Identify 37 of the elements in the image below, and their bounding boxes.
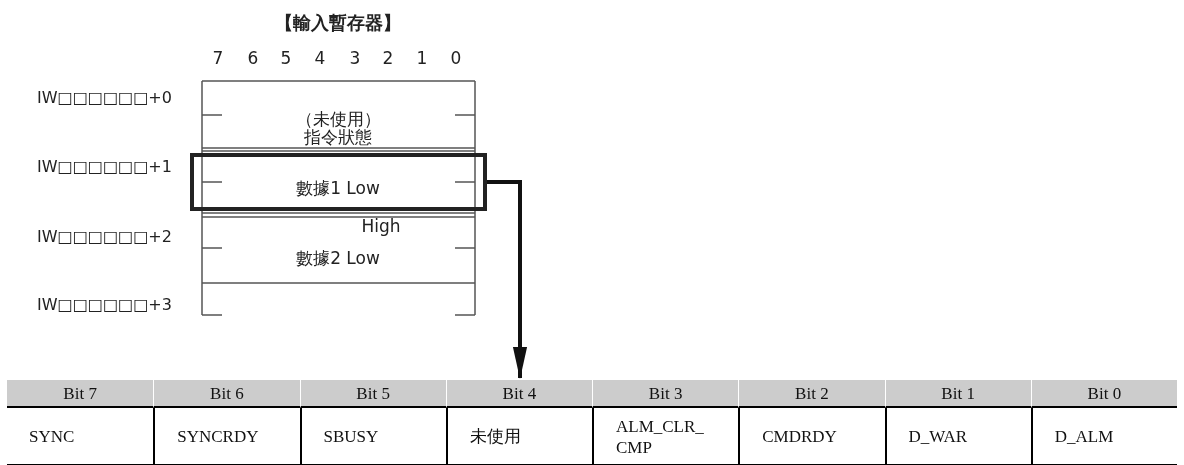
header-cell: Bit 6 (153, 380, 300, 408)
bit-number: 3 (349, 47, 361, 68)
table-cell: CMDRDY (738, 408, 885, 465)
header-cell: Bit 3 (592, 380, 739, 408)
register-address: IW□□□□□□+3 (37, 294, 172, 314)
highlight-frame (190, 153, 487, 211)
field-label: 指令狀態 (304, 126, 372, 149)
register-title: 【輸入暫存器】 (275, 11, 401, 36)
bit-number: 1 (416, 47, 428, 68)
bit-number: 2 (382, 47, 394, 68)
header-cell: Bit 7 (7, 380, 154, 408)
header-cell: Bit 0 (1030, 380, 1177, 408)
bit-number: 7 (212, 47, 224, 68)
table-cell: ALM_CLR_CMP (592, 408, 739, 465)
header-cell: Bit 5 (299, 380, 446, 408)
field-label: 數據2 Low (296, 246, 380, 270)
field-label: 數據1 Low (296, 176, 380, 200)
register-address: IW□□□□□□+1 (37, 156, 172, 176)
header-cell: Bit 4 (445, 380, 592, 408)
bit-number: 4 (314, 47, 326, 68)
table-cell-text: SYNC (28, 426, 76, 448)
field-label: High (361, 215, 401, 236)
bit-table (7, 380, 1177, 465)
header-cell: Bit 2 (738, 380, 885, 408)
arrow (487, 180, 528, 379)
table-cell: D_ALM (1030, 408, 1177, 465)
register-address: IW□□□□□□+0 (37, 87, 172, 107)
table-cell: SBUSY (299, 408, 446, 465)
bit-number: 6 (247, 47, 259, 68)
header-cell: Bit 1 (884, 380, 1031, 408)
field-label: （未使用） (295, 107, 381, 129)
table-cell: SYNCRDY (153, 408, 300, 465)
register-address: IW□□□□□□+2 (37, 226, 172, 246)
bit-number: 0 (450, 47, 462, 68)
table-cell: 未使用 (445, 408, 592, 465)
bit-number: 5 (280, 47, 292, 68)
table-cell: D_WAR (884, 408, 1031, 465)
